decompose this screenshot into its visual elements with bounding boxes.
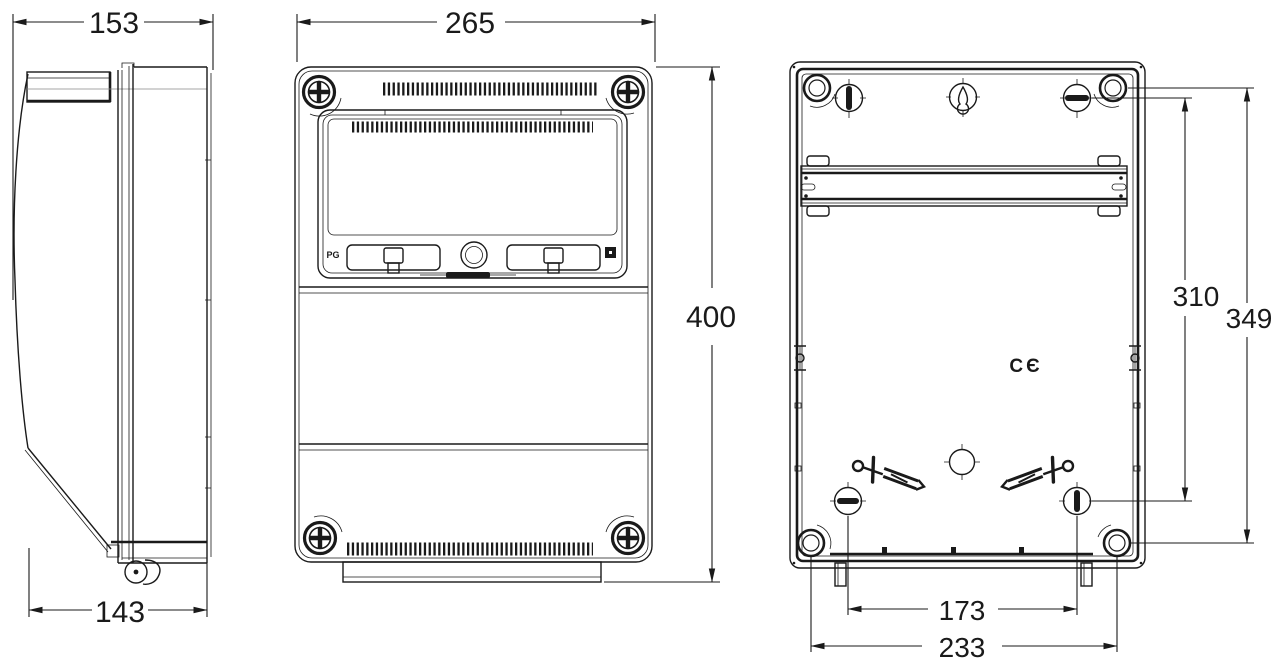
front-enclosure-outline (294, 66, 653, 563)
front-body-split-lines (299, 286, 648, 451)
side-frame-lines (117, 62, 135, 563)
mounting-slot-horizontal-icon (1060, 79, 1094, 118)
keyhole-slot-icon (946, 78, 980, 117)
back-view: CЄ (789, 61, 1273, 663)
wall-latch-icon (794, 345, 1141, 472)
door-latch-left[interactable] (346, 244, 441, 274)
corner-screw-icon (301, 74, 646, 556)
dim-310-label: 310 (1173, 281, 1220, 312)
center-hole-icon (944, 444, 980, 480)
front-door-panel (317, 109, 628, 279)
hinge-icon (124, 559, 161, 585)
corner-dots (792, 65, 1143, 565)
dimension-front-width: 265 (296, 7, 656, 40)
dim-153-label: 153 (89, 7, 139, 40)
dim-400-label: 400 (686, 301, 736, 334)
dim-349-label: 349 (1226, 303, 1273, 334)
dim-173-label: 173 (939, 595, 986, 626)
door-handle-recess (420, 272, 516, 278)
dimension-back-mount-vertical: 310 (1173, 97, 1220, 502)
front-view: 265 400 (294, 7, 736, 583)
din-rail (800, 155, 1128, 217)
back-wall-outline (795, 67, 1140, 563)
back-enclosure-outline (789, 61, 1146, 569)
back-inner-outline (801, 73, 1134, 557)
bottom-flange (342, 561, 602, 583)
side-door-top-frame (26, 71, 207, 103)
mounting-slot-vertical-icon (832, 79, 866, 118)
dimension-front-height: 400 (604, 66, 736, 583)
side-door-front-curve (13, 73, 120, 558)
door-latch-right[interactable] (506, 244, 601, 274)
dimension-side-depth-top: 153 (12, 7, 214, 40)
front-enclosure-inner-outline (298, 70, 649, 559)
back-bottom-wall (830, 547, 1093, 587)
side-back-body (111, 66, 212, 564)
dimension-back-mount-horizontal: 173 (847, 516, 1078, 626)
lower-screw-right-icon (1059, 482, 1095, 516)
toggle-anchor-icon (848, 451, 1078, 497)
dimension-side-depth-bottom: 143 (28, 596, 208, 629)
dim-265-label: 265 (445, 7, 495, 40)
leader-lines (1092, 87, 1254, 544)
pg-mark: PG (326, 250, 339, 260)
lower-screw-left-icon (830, 482, 866, 516)
class2-insulation-icon (605, 247, 616, 258)
vent-slots (347, 82, 597, 556)
dimension-back-overall-width: 233 (810, 556, 1118, 663)
side-view: 153 143 (12, 7, 214, 629)
lock-icon[interactable] (460, 241, 488, 269)
dim-143-label: 143 (95, 596, 145, 629)
ce-mark: CЄ (1009, 356, 1042, 377)
dim-233-label: 233 (939, 632, 986, 663)
dimension-back-overall-height: 349 (1226, 87, 1273, 544)
